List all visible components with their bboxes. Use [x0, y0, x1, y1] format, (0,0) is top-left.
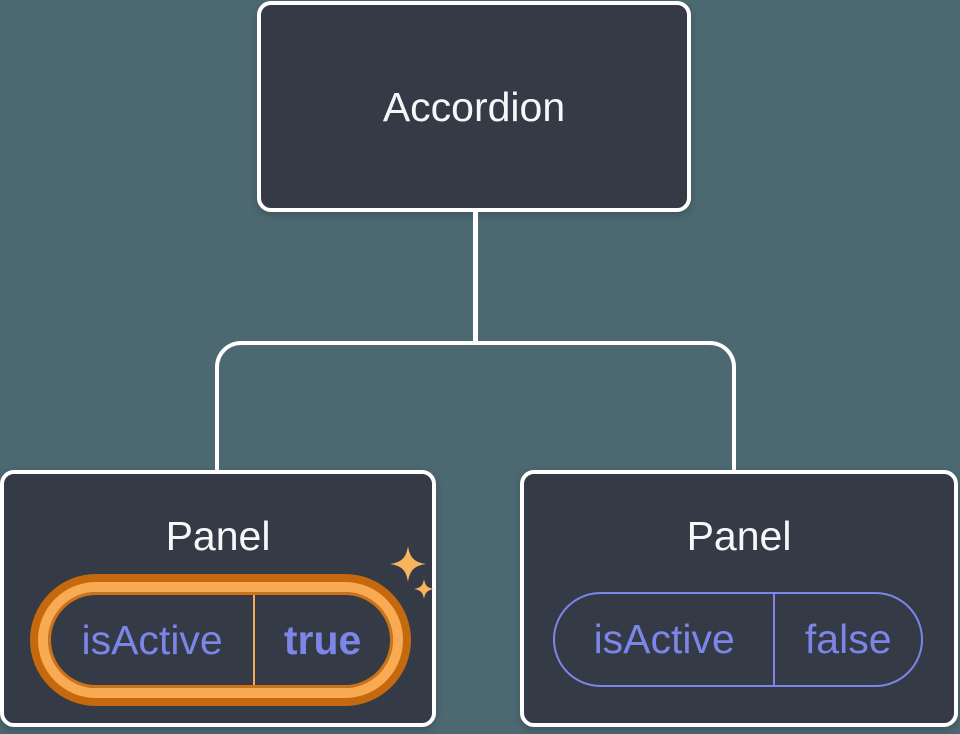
state-key-label: isActive: [81, 616, 223, 663]
accordion-node-title: Accordion: [382, 83, 566, 130]
panel-node-title: Panel: [686, 513, 792, 559]
sparkle-icon: [390, 546, 434, 599]
panel-node-inactive: Panel isActive false: [520, 470, 958, 727]
panel-node-title: Panel: [165, 513, 271, 559]
state-pill-divider: [253, 595, 256, 685]
state-pill-divider: [773, 594, 776, 685]
tree-connector-branches: [215, 341, 736, 470]
tree-connector-stem: [473, 209, 478, 345]
state-key-label: isActive: [593, 616, 735, 662]
state-value-label: true: [283, 616, 362, 663]
state-value-label: false: [804, 616, 892, 662]
panel-node-active: Panel isActive true: [0, 470, 436, 727]
state-pill-inactive: isActive false: [553, 592, 923, 687]
accordion-node: Accordion: [257, 1, 691, 212]
state-pill-active: isActive true: [48, 592, 393, 688]
